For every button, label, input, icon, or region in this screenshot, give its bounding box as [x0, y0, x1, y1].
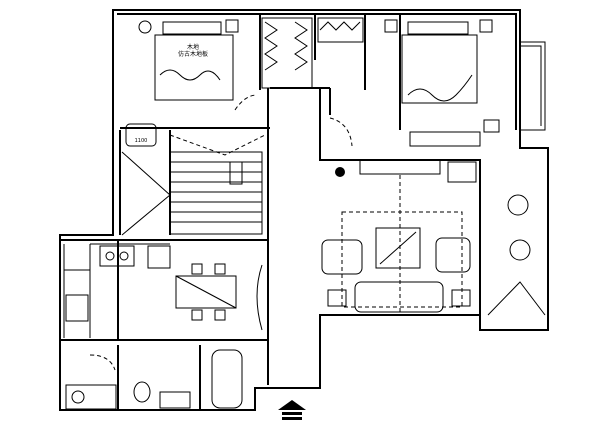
- kitchen-dining: [63, 243, 263, 338]
- interior-walls: [60, 14, 481, 410]
- plant-icon: [335, 167, 345, 177]
- bedroom-floor-label: 木地 仿古木地板: [176, 44, 210, 58]
- wardrobe: [261, 17, 364, 89]
- balcony-furniture: [487, 194, 546, 316]
- bedroom-label-line2: 仿古木地板: [177, 51, 208, 58]
- cabinet-dimension: 1100: [134, 138, 148, 144]
- study-floor: [121, 123, 266, 236]
- bed-left: [138, 19, 258, 111]
- exterior-walls: [59, 9, 549, 411]
- bed-right: [329, 19, 500, 147]
- bathroom: [65, 349, 243, 410]
- bedroom-label-line1: 木地: [186, 44, 199, 51]
- entrance-arrow-icon: [278, 400, 306, 420]
- balcony: [520, 41, 549, 330]
- living-room: [321, 159, 477, 315]
